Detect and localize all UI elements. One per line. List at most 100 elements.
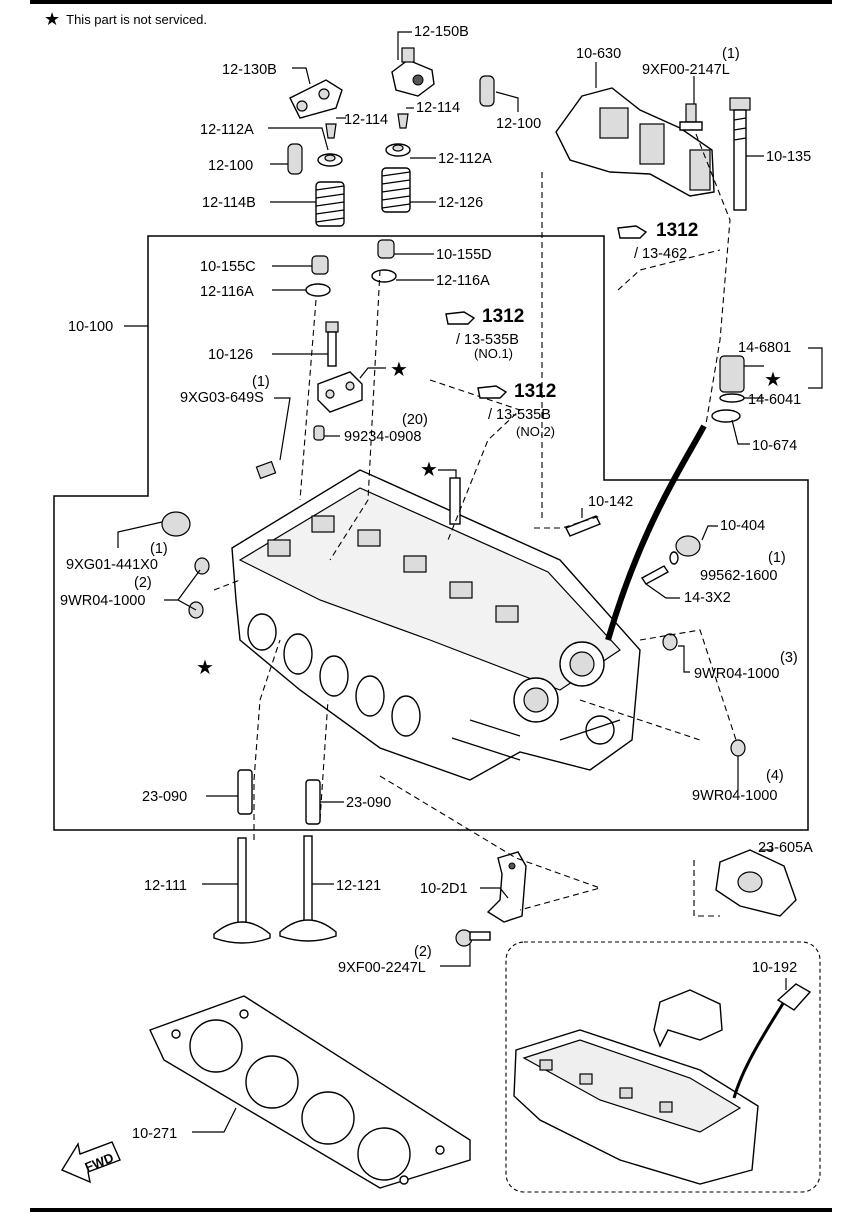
label-9WR04-qty2: (2) (134, 575, 152, 591)
fwd-arrow-icon (60, 1141, 121, 1184)
valve-guide-23-090-right[interactable] (305, 779, 321, 825)
label-99562-1600: 99562-1600 (700, 568, 777, 584)
dowel-pin-9XG03-649S[interactable] (255, 460, 277, 480)
leader-dash-2 (534, 515, 601, 529)
not-serviced-note: ★ This part is not serviced. (44, 10, 207, 28)
valve-spring-12-126[interactable] (381, 167, 411, 213)
label-9WR04-1000-lower: 9WR04-1000 (692, 788, 777, 804)
label-23-605A: 23-605A (758, 840, 813, 856)
plug-9WR04-1000-right[interactable] (662, 633, 678, 651)
valve-seal-10-155C[interactable] (311, 255, 329, 275)
star-icon: ★ (44, 9, 61, 29)
rocker-arm-12-130B[interactable] (289, 79, 343, 119)
valve-spring-12-114B[interactable] (315, 181, 345, 227)
label-10-271: 10-271 (132, 1126, 177, 1142)
mount-bracket-23-605A[interactable] (715, 849, 797, 917)
ref-1312-a: 1312 (656, 220, 698, 241)
label-10-630: 10-630 (576, 46, 621, 62)
leader-dash-12 (693, 860, 720, 917)
engine-hanger-bracket-10-630[interactable] (555, 87, 715, 197)
label-10-2D1: 10-2D1 (420, 881, 468, 897)
ref-no1: (NO.1) (474, 346, 513, 361)
hand-pointer-icon (477, 385, 508, 399)
cap-10-404[interactable] (675, 535, 701, 557)
hydraulic-lash-adjuster-12-150B[interactable] (391, 47, 435, 97)
label-12-114B: 12-114B (202, 195, 256, 211)
label-12-100-left: 12-100 (208, 158, 253, 174)
intake-valve-12-111[interactable] (213, 837, 271, 944)
label-23-090-left: 23-090 (142, 789, 187, 805)
dowel-pin-99234-0908[interactable] (313, 425, 325, 441)
head-gasket-10-271[interactable] (149, 995, 471, 1189)
label-10-155D: 10-155D (436, 247, 492, 263)
label-star-cap: ★ (390, 359, 408, 381)
cylinder-head[interactable] (231, 469, 641, 781)
exhaust-valve-12-121[interactable] (279, 835, 337, 942)
label-12-121: 12-121 (336, 878, 381, 894)
hand-pointer-icon (445, 311, 476, 325)
oring-14-6041[interactable] (719, 393, 745, 403)
ref-13-462: / 13-462 (634, 246, 687, 262)
plug-9WR04-1000-left-a[interactable] (194, 557, 210, 575)
bottom-rule (30, 1208, 832, 1212)
gasket-10-674[interactable] (711, 409, 741, 423)
valve-seal-10-155D[interactable] (377, 239, 395, 259)
label-9XG03-649S: 9XG03-649S (180, 390, 264, 406)
lash-adjuster-12-100-left[interactable] (287, 143, 303, 175)
label-12-112A-left: 12-112A (200, 122, 254, 138)
label-12-114-left: 12-114 (344, 112, 388, 128)
valve-keeper-12-114-right[interactable] (397, 113, 409, 129)
spring-retainer-12-112A-left[interactable] (317, 153, 343, 167)
leader-dash-8 (319, 699, 329, 821)
label-9XF00-2147L: 9XF00-2147L (642, 62, 730, 78)
spring-retainer-12-112A-right[interactable] (385, 143, 411, 157)
label-12-116A-left: 12-116A (200, 284, 254, 300)
valve-keeper-12-114-left[interactable] (325, 123, 337, 139)
ref-1312-13-535B-no2[interactable]: 1312 / 13-535B (NO.2) (477, 381, 556, 439)
label-12-111: 12-111 (144, 878, 187, 894)
oil-filter-14-6801[interactable] (719, 355, 745, 393)
label-10-155C: 10-155C (200, 259, 256, 275)
valve-guide-23-090-left[interactable] (237, 769, 253, 815)
dipstick-tube[interactable] (605, 424, 707, 641)
spring-seat-12-116A-right[interactable] (371, 269, 397, 283)
label-12-112A-right: 12-112A (438, 151, 492, 167)
head-bolt-10-135[interactable] (729, 97, 751, 211)
label-9WR04-1000-left: 9WR04-1000 (60, 593, 145, 609)
plug-9WR04-1000-lower[interactable] (730, 739, 746, 757)
label-9XF00-2247L: 9XF00-2247L (338, 960, 426, 976)
label-12-114-right: 12-114 (416, 100, 460, 116)
label-9XG01-441X0: 9XG01-441X0 (66, 557, 158, 573)
lash-adjuster-12-100-right[interactable] (479, 75, 495, 107)
ref-1312-13-535B-no1[interactable]: 1312 / 13-535B (NO.1) (445, 306, 524, 361)
label-10-142: 10-142 (588, 494, 633, 510)
leader-dash-9 (429, 379, 522, 541)
label-9XG03-649S-qty: (1) (252, 374, 270, 390)
plug-9XG01-441X0[interactable] (161, 511, 191, 537)
ref-no2: (NO.2) (516, 424, 555, 439)
label-9XF00-2247L-qty: (2) (414, 944, 432, 960)
oring-99562-1600[interactable] (669, 551, 679, 565)
cylinder-head-assembly-10-192[interactable] (513, 983, 812, 1185)
bracket-10-2D1[interactable] (486, 851, 527, 923)
cap-bolt-10-126[interactable] (325, 321, 339, 367)
label-12-100-right: 12-100 (496, 116, 541, 132)
spring-10-142[interactable] (565, 515, 601, 537)
label-14-6801: 14-6801 (738, 340, 791, 356)
label-10-674: 10-674 (752, 438, 797, 454)
leader-dash-5 (329, 269, 381, 561)
bolt-9XF00-2247L[interactable] (455, 929, 491, 947)
group-outline-10-100 (53, 235, 809, 831)
label-12-150B: 12-150B (414, 24, 469, 40)
label-10-404: 10-404 (720, 518, 765, 534)
label-10-126: 10-126 (208, 347, 253, 363)
stud-not-serviced[interactable] (449, 477, 461, 525)
camshaft-cap-not-serviced[interactable] (317, 371, 363, 413)
bolt-9XF00-2147L[interactable] (679, 103, 703, 131)
ref-1312-13-462[interactable]: 1312 / 13-462 (617, 220, 698, 262)
pipe-14-3X2[interactable] (640, 565, 670, 585)
label-12-130B: 12-130B (222, 62, 277, 78)
leader-dash-14 (213, 579, 241, 591)
spring-seat-12-116A-left[interactable] (305, 283, 331, 297)
